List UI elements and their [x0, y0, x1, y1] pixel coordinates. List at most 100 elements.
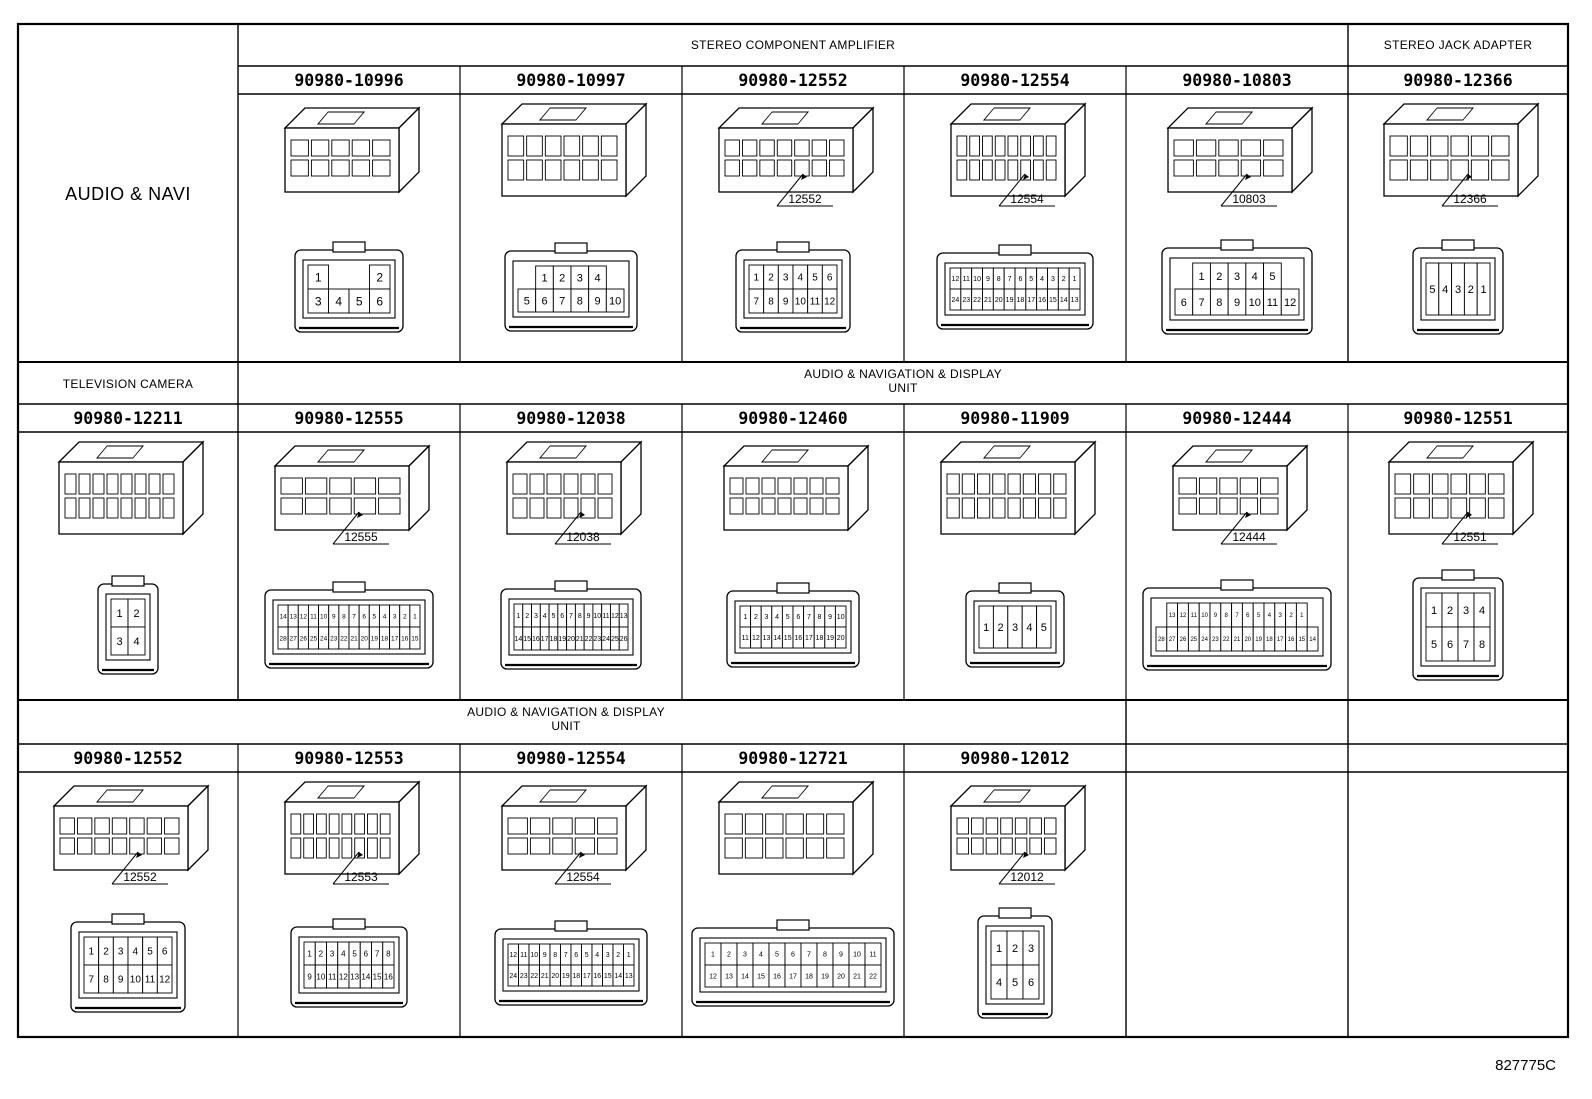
- cavity: [367, 813, 378, 835]
- pin-number: 25: [310, 635, 318, 642]
- pin-number: 11: [742, 635, 749, 642]
- pin-number: 7: [89, 975, 95, 986]
- connector-isometric-view: [1382, 102, 1540, 198]
- cavity: [961, 497, 975, 519]
- cavity: [529, 817, 551, 835]
- lock-tab: [1220, 579, 1254, 591]
- pin-number: 10: [530, 952, 538, 959]
- cavity: [1000, 837, 1013, 855]
- pin-number: 18: [381, 635, 389, 642]
- pin-number: 20: [1244, 637, 1251, 643]
- pin-number: 5: [524, 295, 530, 307]
- lock-tab: [776, 582, 810, 594]
- cavity: [777, 477, 792, 495]
- latch-tab: [982, 445, 1032, 459]
- cavity: [825, 477, 840, 495]
- group-header-stereo-jack-adapter: STEREO JACK ADAPTER: [1384, 38, 1532, 52]
- pin-number: 19: [562, 973, 570, 980]
- cavity: [1469, 497, 1486, 519]
- pin-number: 11: [310, 613, 317, 620]
- callout-label: 12038: [566, 530, 600, 544]
- cavity: [969, 159, 980, 181]
- cavity: [1409, 159, 1429, 181]
- pin-number: 13: [620, 613, 628, 620]
- callout-arrowhead: [357, 512, 363, 518]
- cavity: [724, 813, 743, 835]
- pin-number: 3: [118, 947, 124, 958]
- pin-number: 3: [330, 949, 335, 958]
- drawing-reference-code: 827775C: [1495, 1057, 1556, 1074]
- pin-number: 11: [1267, 297, 1278, 309]
- cavity: [92, 497, 105, 519]
- lock-tab: [554, 580, 588, 592]
- pin-number: 22: [340, 635, 348, 642]
- cavity: [1020, 135, 1031, 157]
- pin-number: 8: [1216, 297, 1222, 309]
- pin-number: 1: [116, 608, 122, 620]
- cavity: [1000, 817, 1013, 835]
- cavity: [1431, 497, 1449, 519]
- pin-number: 2: [1216, 271, 1222, 283]
- connector-isometric-view: [1171, 444, 1309, 532]
- pin-number: 9: [986, 276, 990, 283]
- cavity: [129, 817, 145, 835]
- cavity: [809, 497, 824, 515]
- cavity: [546, 497, 562, 519]
- part-number: 90980-12551: [1403, 409, 1512, 428]
- pin-number: 21: [350, 635, 358, 642]
- cavity: [507, 837, 528, 855]
- pin-number: 26: [300, 635, 308, 642]
- cavity: [379, 837, 391, 859]
- cavity: [379, 813, 391, 835]
- pin-number: 8: [997, 276, 1001, 283]
- cavity: [552, 817, 573, 835]
- pin-number: 10: [1201, 613, 1208, 619]
- pin-number: 7: [1235, 613, 1239, 619]
- pin-number: 7: [559, 295, 565, 307]
- cavity: [765, 837, 784, 859]
- pin-number: 3: [1463, 605, 1469, 617]
- callout-label: 12555: [344, 530, 378, 544]
- pin-number: 9: [307, 972, 312, 981]
- pin-number: 23: [330, 635, 338, 642]
- pin-number: 23: [1212, 637, 1219, 643]
- group-header-stereo-component-amplifier: STEREO COMPONENT AMPLIFIER: [691, 38, 895, 52]
- pin-cavity: [1068, 288, 1081, 311]
- lock-tab: [1441, 239, 1475, 251]
- pin-number: 16: [593, 973, 601, 980]
- lock-tab: [332, 241, 366, 253]
- callout-label: 12012: [1010, 870, 1044, 884]
- latch-tab: [316, 785, 366, 799]
- pin-number: 25: [1190, 637, 1197, 643]
- pin-number: 21: [1234, 637, 1241, 643]
- cavity: [1430, 159, 1449, 181]
- cavity: [977, 473, 991, 495]
- cavity: [759, 139, 775, 157]
- cavity: [1218, 159, 1239, 177]
- pin-number: 6: [362, 613, 366, 620]
- pin-number: 7: [1008, 276, 1012, 283]
- cavity: [811, 159, 828, 177]
- cavity: [1450, 473, 1468, 495]
- latch-tab: [316, 111, 366, 125]
- part-number: 90980-12721: [738, 749, 847, 768]
- part-number: 90980-12552: [73, 749, 182, 768]
- cavity: [162, 473, 175, 495]
- cavity: [1219, 497, 1238, 515]
- pin-number: 21: [576, 636, 584, 643]
- cavity: [353, 477, 377, 495]
- latch-tab: [1425, 445, 1475, 459]
- cavity: [1260, 477, 1279, 495]
- cavity: [120, 473, 133, 495]
- cavity: [529, 473, 545, 495]
- pin-number: 15: [523, 636, 531, 643]
- pin-number: 7: [1199, 297, 1205, 309]
- cavity: [992, 497, 1006, 519]
- cavity: [1430, 135, 1449, 157]
- connector-isometric-view: [52, 784, 210, 872]
- pin-number: 1: [315, 270, 322, 284]
